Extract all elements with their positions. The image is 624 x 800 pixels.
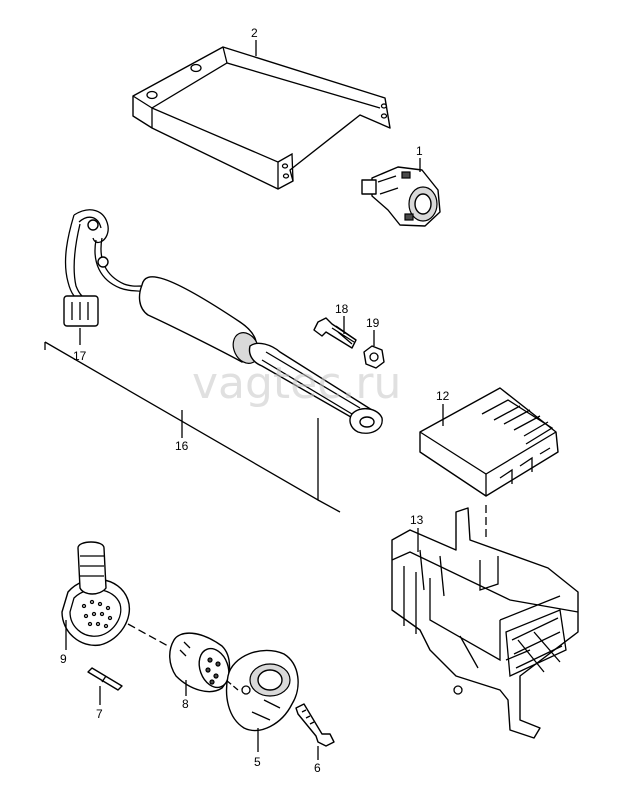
callout-5: 5 — [254, 755, 261, 769]
contact-carrier-part-7[interactable] — [169, 632, 234, 693]
damper-part-16[interactable] — [138, 276, 383, 434]
leader-line-9b — [127, 623, 169, 647]
leader-link-5 — [225, 679, 239, 691]
cable-harness-part-17[interactable] — [63, 209, 145, 327]
callout-2: 2 — [251, 26, 258, 40]
callout-12: 12 — [436, 389, 450, 403]
connector-part-1[interactable] — [361, 166, 441, 227]
control-unit-part-12[interactable] — [419, 387, 559, 497]
callout-19: 19 — [366, 316, 380, 330]
callout-18: 18 — [335, 302, 349, 316]
bolt-part-18[interactable] — [313, 317, 357, 349]
callout-7: 8 — [182, 697, 189, 711]
pin-part-8[interactable] — [87, 667, 123, 691]
callout-8: 7 — [96, 707, 103, 721]
leader-tail-16 — [317, 499, 341, 513]
nut-part-19[interactable] — [363, 345, 385, 369]
callout-13: 13 — [410, 513, 424, 527]
callout-6: 6 — [314, 761, 321, 775]
holder-part-13[interactable] — [391, 507, 579, 739]
seal-part-9[interactable] — [61, 541, 130, 647]
bracket-part-2[interactable] — [132, 46, 391, 190]
callout-1: 1 — [416, 144, 423, 158]
screw-part-6[interactable] — [295, 703, 335, 747]
callout-9: 9 — [60, 652, 67, 666]
watermark: vagtec.ru — [192, 358, 401, 409]
callout-17: 17 — [73, 349, 87, 363]
callout-16: 16 — [175, 439, 189, 453]
socket-housing-part-5[interactable] — [225, 649, 299, 732]
